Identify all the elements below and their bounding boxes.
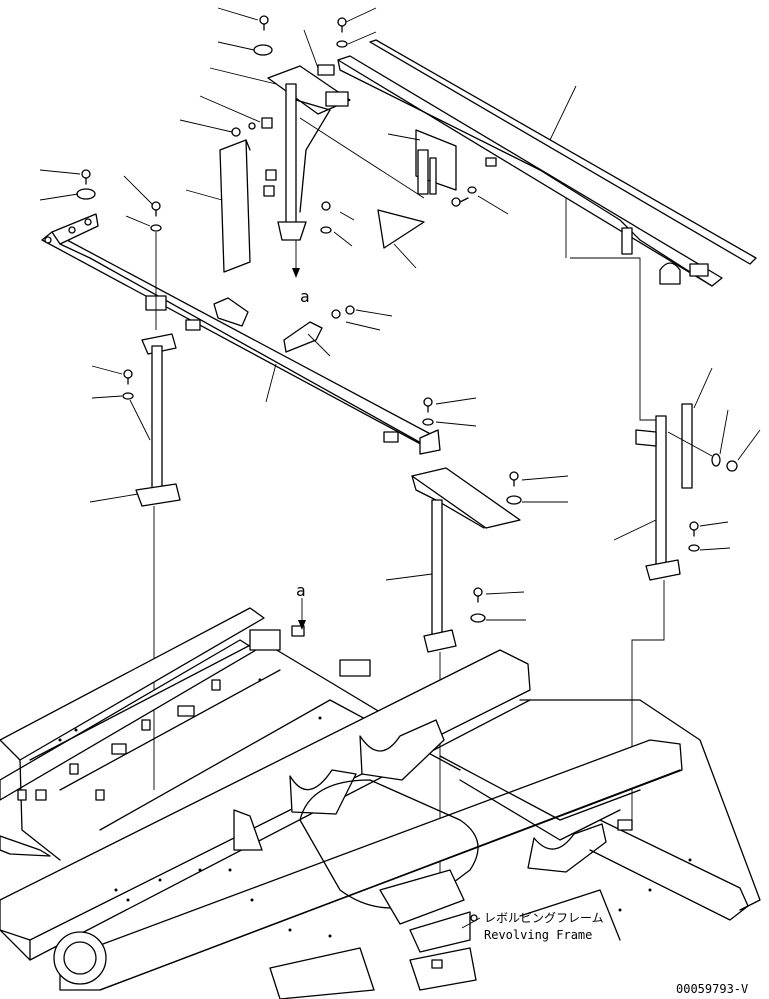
right-stand (570, 257, 761, 820)
view-marker-a-frame: a (296, 581, 306, 600)
center-stand (385, 397, 569, 900)
view-marker-a-top: a (300, 287, 310, 306)
drawing-id: 00059793-V (676, 982, 748, 996)
upper-right-rail (337, 39, 757, 287)
revolving-frame: a (0, 581, 761, 999)
frame-label-en: Revolving Frame (484, 928, 592, 942)
middle-long-bar (39, 169, 441, 455)
frame-label-jp: レボルビングフレーム (484, 911, 604, 925)
frame-label-group: レボルビングフレーム Revolving Frame (461, 911, 604, 942)
left-stand (89, 333, 181, 790)
upper-bracket-assembly: a (179, 7, 425, 306)
